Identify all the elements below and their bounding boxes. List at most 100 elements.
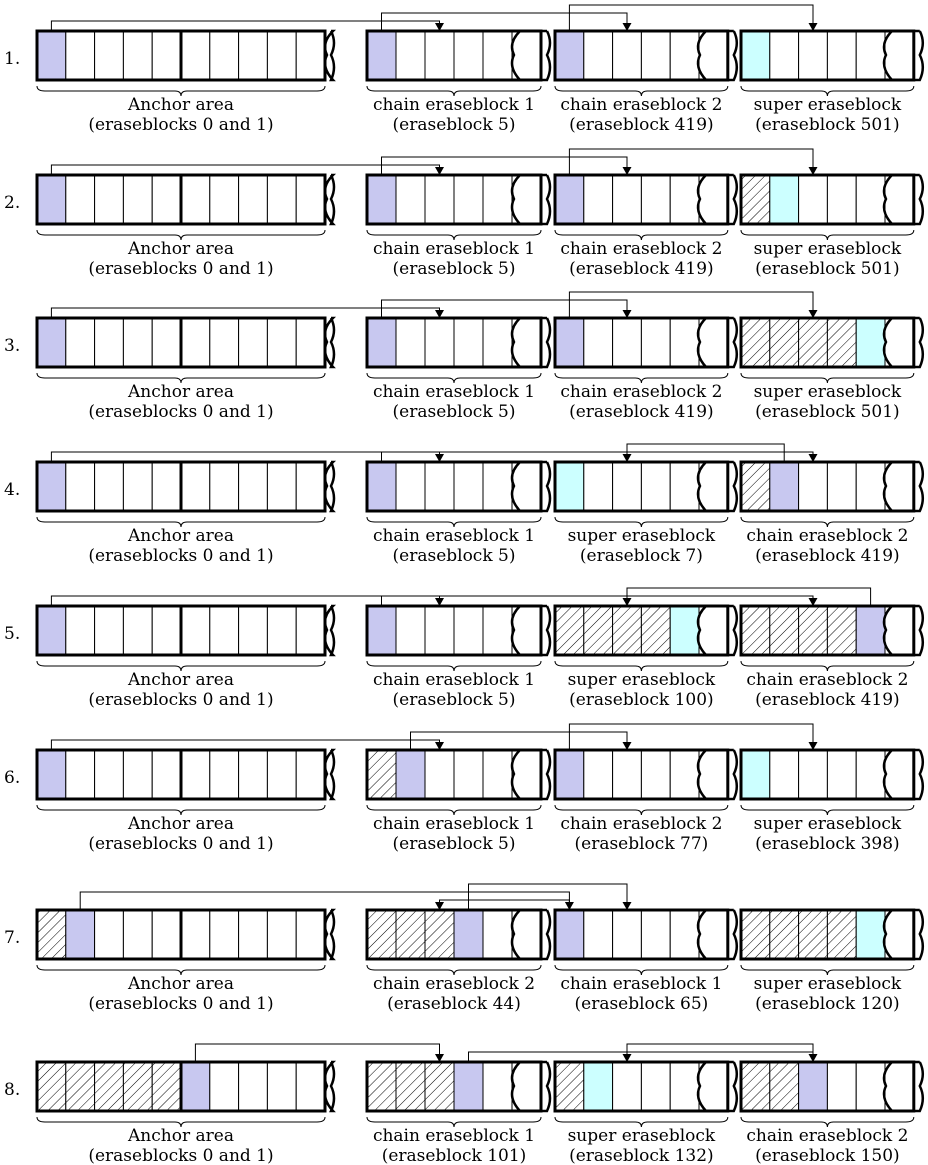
eraseblock-border <box>553 1060 730 1113</box>
empty-cell <box>482 605 513 656</box>
pointer-arrow <box>79 891 574 911</box>
empty-cell <box>266 605 297 656</box>
empty-cell <box>453 461 484 512</box>
empty-cell <box>295 909 326 960</box>
pointer-arrow <box>50 164 444 176</box>
chain-pointer-cell <box>36 317 67 368</box>
row-number: 1. <box>4 49 20 69</box>
eraseblock-group: Anchor area(eraseblocks 0 and 1) <box>35 604 337 710</box>
eraseblock-border <box>365 748 543 801</box>
eraseblock-number-label: (eraseblocks 0 and 1) <box>88 546 273 566</box>
break-mark <box>510 1060 552 1113</box>
empty-cell <box>209 174 240 225</box>
obsolete-cell <box>740 461 771 512</box>
pointer-arrow <box>50 595 444 607</box>
empty-cell <box>826 1061 857 1112</box>
empty-cell <box>884 749 915 800</box>
break-mark <box>510 173 552 226</box>
eraseblock-label: chain eraseblock 2 <box>746 526 908 546</box>
eraseblock-border <box>739 173 916 226</box>
brace <box>36 1116 326 1128</box>
eraseblock-border <box>739 29 916 82</box>
empty-cell <box>698 605 729 656</box>
eraseblock-label: chain eraseblock 1 <box>560 974 722 994</box>
empty-cell <box>769 30 800 81</box>
empty-cell <box>482 909 513 960</box>
chain-pointer-cell <box>769 461 800 512</box>
empty-cell <box>855 749 886 800</box>
empty-cell <box>798 749 828 800</box>
empty-cell <box>65 749 96 800</box>
break-mark <box>323 29 337 82</box>
obsolete-cell <box>122 1061 153 1112</box>
eraseblock-border <box>553 173 730 226</box>
brace <box>740 660 915 672</box>
row-number: 3. <box>4 336 20 356</box>
super-pointer-cell <box>855 909 886 960</box>
chain-pointer-cell <box>180 1061 211 1112</box>
diagram-row: 4. Anchor area(eraseblocks 0 and 1) chain … <box>4 443 925 566</box>
empty-cell <box>295 317 326 368</box>
empty-cell <box>612 909 642 960</box>
eraseblock-label: Anchor area <box>127 382 234 402</box>
eraseblock-label: super eraseblock <box>754 974 902 994</box>
eraseblock-border <box>739 604 916 657</box>
empty-cell <box>640 749 671 800</box>
empty-cell <box>395 174 426 225</box>
eraseblock-label: chain eraseblock 1 <box>373 814 535 834</box>
break-mark <box>510 908 552 961</box>
eraseblock-label: chain eraseblock 1 <box>373 239 535 259</box>
empty-cell <box>180 317 211 368</box>
eraseblock-border <box>365 1060 543 1113</box>
eraseblock-label: chain eraseblock 1 <box>373 95 535 115</box>
obsolete-cell <box>424 1061 455 1112</box>
super-pointer-cell <box>583 1061 614 1112</box>
empty-cell <box>94 909 124 960</box>
empty-cell <box>612 174 642 225</box>
brace <box>554 516 729 528</box>
eraseblock-border <box>365 29 543 82</box>
super-pointer-cell <box>740 30 771 81</box>
eraseblock-number-label: (eraseblock 5) <box>393 259 516 279</box>
break-mark <box>882 316 925 369</box>
empty-cell <box>151 174 182 225</box>
eraseblock-number-label: (eraseblock 101) <box>382 1146 527 1165</box>
chain-pointer-cell <box>36 174 67 225</box>
empty-cell <box>209 605 240 656</box>
eraseblock-label: Anchor area <box>127 814 234 834</box>
obsolete-cell <box>554 1061 585 1112</box>
brace <box>554 1116 729 1128</box>
eraseblock-number-label: (eraseblock 77) <box>575 834 709 854</box>
empty-cell <box>266 30 297 81</box>
empty-cell <box>238 749 268 800</box>
eraseblock-number-label: (eraseblock 501) <box>755 402 900 422</box>
row-number: 4. <box>4 480 20 500</box>
pointer-arrow <box>622 1043 814 1063</box>
brace <box>366 372 542 384</box>
chain-pointer-cell <box>554 174 585 225</box>
break-mark <box>510 748 552 801</box>
empty-cell <box>424 317 455 368</box>
empty-cell <box>94 174 124 225</box>
empty-cell <box>884 605 915 656</box>
empty-cell <box>395 461 426 512</box>
break-mark <box>696 748 739 801</box>
obsolete-cell <box>36 1061 67 1112</box>
diagram-row: 1. Anchor area(eraseblocks 0 and 1) chain … <box>4 4 925 135</box>
obsolete-cell <box>740 605 771 656</box>
eraseblock-group: Anchor area(eraseblocks 0 and 1) <box>35 29 337 135</box>
empty-cell <box>511 605 542 656</box>
obsolete-cell <box>424 909 455 960</box>
eraseblock-group: Anchor area(eraseblocks 0 and 1) <box>35 460 337 566</box>
empty-cell <box>669 174 700 225</box>
eraseblock-group: super eraseblock(eraseblock 398) <box>739 748 925 854</box>
brace <box>554 964 729 976</box>
eraseblock-number-label: (eraseblocks 0 and 1) <box>88 994 273 1014</box>
empty-cell <box>640 909 671 960</box>
empty-cell <box>511 909 542 960</box>
empty-cell <box>826 174 857 225</box>
empty-cell <box>669 461 700 512</box>
row-number: 7. <box>4 928 20 948</box>
empty-cell <box>482 749 513 800</box>
eraseblock-label: super eraseblock <box>568 526 716 546</box>
